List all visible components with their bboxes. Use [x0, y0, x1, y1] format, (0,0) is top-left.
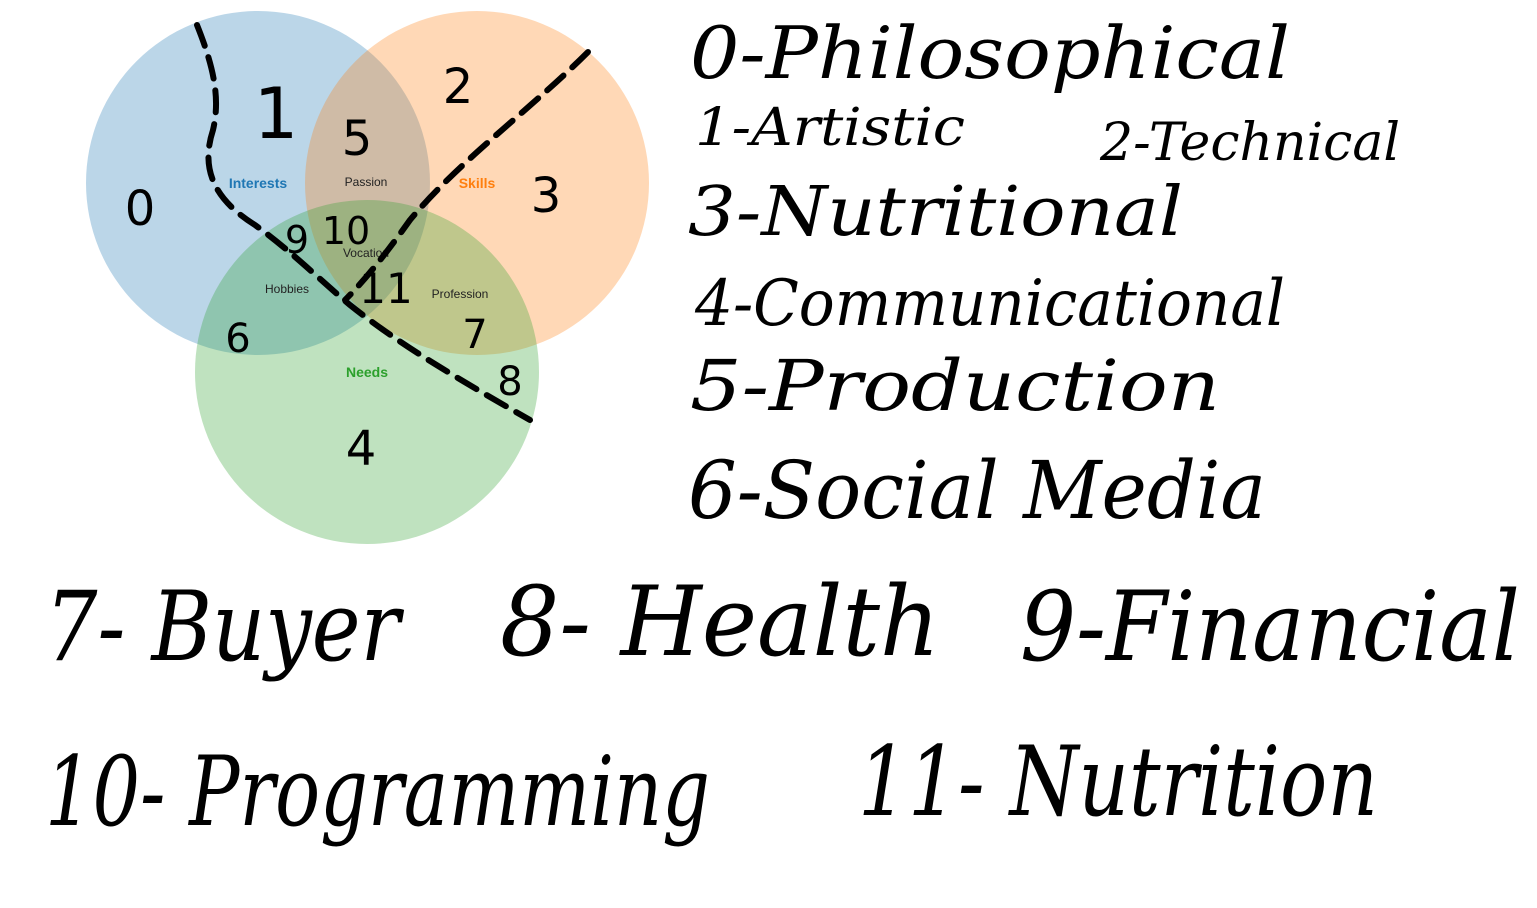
region-number-4: 4 [346, 421, 377, 477]
region-number-9: 9 [285, 218, 309, 262]
interests-label: Interests [229, 175, 288, 191]
skills-circle [305, 11, 649, 355]
legend-item-1: 1-Artistic [695, 98, 965, 158]
region-number-1: 1 [254, 73, 299, 155]
passion-label: Passion [345, 175, 388, 189]
legend-item-0: 0-Philosophical [690, 11, 1290, 95]
region-number-0: 0 [125, 181, 156, 237]
needs-circle [195, 200, 539, 544]
dashed-divider-right [342, 49, 591, 303]
region-number-11: 11 [359, 264, 412, 313]
legend-item-9: 9-Financial [1020, 571, 1520, 683]
vocation-label: Vocation [343, 246, 389, 260]
region-number-3: 3 [531, 168, 562, 224]
legend-item-5: 5-Production [690, 345, 1220, 427]
region-number-10: 10 [322, 209, 370, 253]
needs-label: Needs [346, 364, 388, 380]
region-number-2: 2 [443, 59, 474, 115]
region-number-5: 5 [342, 111, 373, 167]
legend-item-7: 7- Buyer [45, 571, 404, 683]
region-number-6: 6 [225, 316, 250, 362]
interests-circle [86, 11, 430, 355]
region-number-8: 8 [497, 359, 522, 405]
dashed-divider-left [194, 22, 533, 423]
legend-item-3: 3-Nutritional [688, 173, 1183, 252]
profession-label: Profession [432, 287, 489, 301]
legend-item-8: 8- Health [500, 566, 940, 678]
legend-item-11: 11- Nutrition [858, 726, 1378, 838]
hobbies-label: Hobbies [265, 282, 309, 296]
legend-item-6: 6-Social Media [688, 444, 1266, 537]
legend-item-10: 10- Programming [45, 736, 710, 848]
region-number-7: 7 [462, 312, 487, 358]
legend-item-2: 2-Technical [1099, 113, 1400, 173]
legend-item-4: 4-Communicational [694, 267, 1285, 341]
skills-label: Skills [459, 175, 496, 191]
